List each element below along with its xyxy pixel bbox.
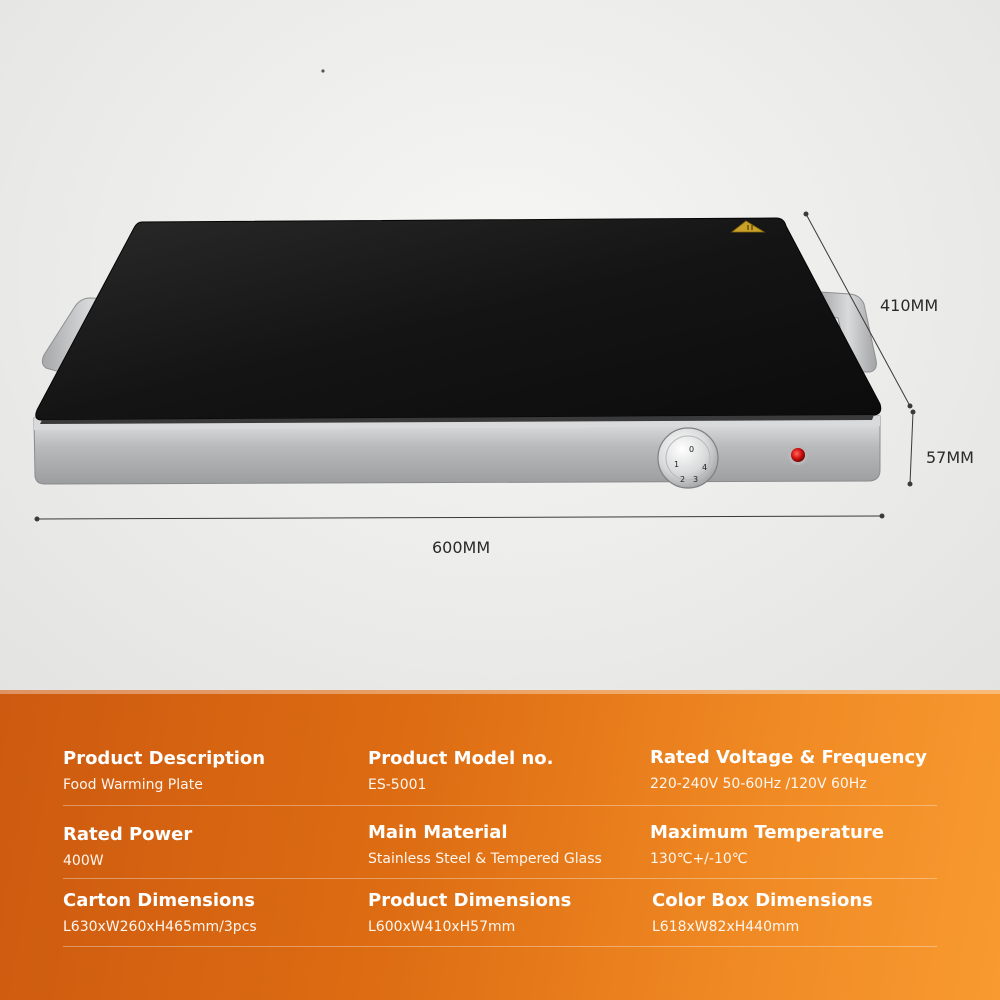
temperature-knob-icon: 0 1 2 3 4 (657, 427, 719, 489)
knob-mark-2: 2 (680, 475, 685, 484)
spec-label: Rated Power (63, 824, 193, 845)
knob-mark-3: 3 (693, 475, 698, 484)
spec-maximum-temperature: Maximum Temperature 130℃+/-10℃ (650, 822, 884, 868)
divider (63, 805, 937, 806)
spec-value: Food Warming Plate (63, 777, 203, 793)
knob-mark-1: 1 (674, 460, 679, 469)
spec-value: 220-240V 50-60Hz /120V 60Hz (650, 776, 867, 792)
spec-value: 130℃+/-10℃ (650, 851, 748, 867)
spec-label: Color Box Dimensions (652, 890, 873, 911)
glass-top (35, 217, 882, 421)
warming-plate-illustration: 0 1 2 3 4 (33, 69, 916, 522)
spec-label: Main Material (368, 822, 508, 843)
spec-label: Product Description (63, 748, 266, 769)
spec-main-material: Main Material Stainless Steel & Tempered… (368, 822, 602, 868)
spec-value: ES-5001 (368, 777, 427, 793)
depth-dimension-label: 410MM (880, 296, 939, 315)
spec-label: Maximum Temperature (650, 822, 884, 843)
spec-value: L618xW82xH440mm (652, 919, 800, 935)
warning-triangle-icon (730, 220, 766, 233)
spec-label: Carton Dimensions (63, 890, 255, 911)
spec-value: L630xW260xH465mm/3pcs (63, 919, 257, 935)
spec-carton-dimensions: Carton Dimensions L630xW260xH465mm/3pcs (63, 890, 257, 936)
spec-label: Product Model no. (368, 748, 554, 769)
spec-panel: Product Description Food Warming Plate P… (0, 690, 1000, 1000)
spec-rated-voltage: Rated Voltage & Frequency 220-240V 50-60… (650, 747, 927, 793)
product-photo-area: 0 1 2 3 4 410MM 57MM 600MM (0, 0, 1000, 690)
spec-product-model: Product Model no. ES-5001 (368, 748, 554, 794)
divider (63, 878, 937, 879)
knob-mark-0: 0 (689, 445, 694, 454)
height-dimension-label: 57MM (926, 448, 974, 467)
divider (63, 946, 937, 947)
spec-label: Product Dimensions (368, 890, 572, 911)
spec-label: Rated Voltage & Frequency (650, 747, 927, 768)
dimension-lines (34, 211, 916, 522)
spec-product-description: Product Description Food Warming Plate (63, 748, 265, 794)
right-handle (819, 291, 877, 373)
spec-rated-power: Rated Power 400W (63, 824, 192, 870)
spec-product-dimensions: Product Dimensions L600xW410xH57mm (368, 890, 571, 936)
spec-color-box-dimensions: Color Box Dimensions L618xW82xH440mm (652, 890, 873, 936)
power-indicator-icon (788, 445, 808, 465)
width-dimension-label: 600MM (432, 538, 491, 557)
spec-value: Stainless Steel & Tempered Glass (368, 851, 602, 867)
knob-mark-4: 4 (702, 463, 707, 472)
spec-value: 400W (63, 853, 104, 869)
spec-value: L600xW410xH57mm (368, 919, 516, 935)
